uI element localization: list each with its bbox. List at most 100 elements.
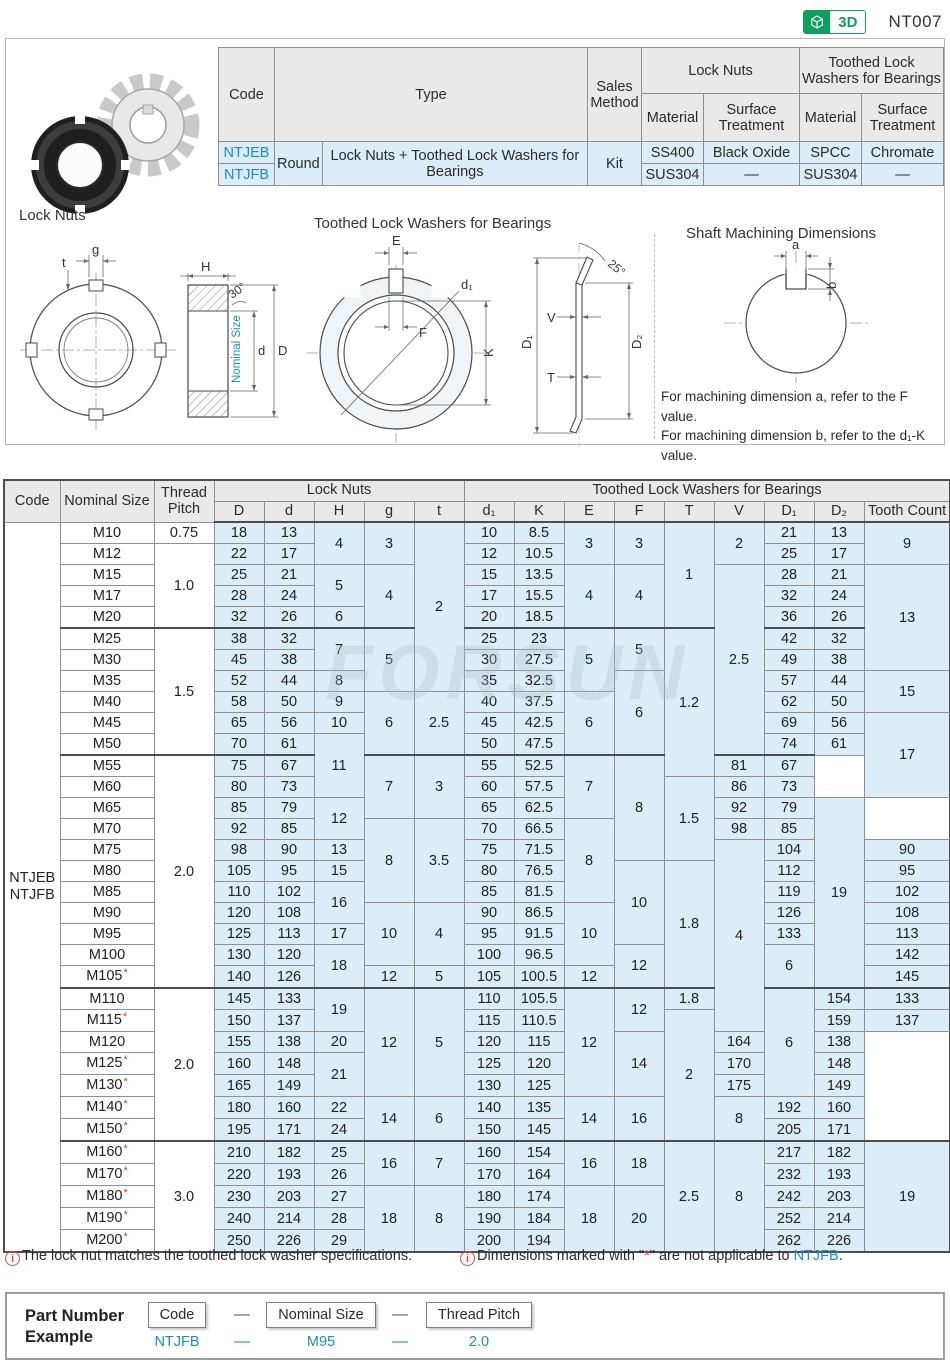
dimension-cell: 32 [763,585,815,607]
dimension-cell: 26 [813,606,865,629]
dimension-cell: 85 [263,818,315,840]
dimension-table-section: Code Nominal Size Thread Pitch Lock Nuts… [3,479,950,1253]
dimension-cell: 138 [813,1031,865,1053]
dimension-cell: 26 [263,606,315,629]
dimension-cell: 75 [463,839,515,861]
spec-material: SS400 [641,141,704,164]
dimension-cell: 80 [213,776,265,798]
pn-value-code: NTJFB [154,1334,200,1350]
dimension-cell: 160 [263,1096,315,1119]
dim-D2-label: D₂ [629,335,644,349]
dimension-cell: 81 [713,754,765,777]
dimension-cell: 16 [313,881,365,924]
dimension-cell: 14 [563,1096,615,1142]
dim-nominal-size-label: Nominal Size [231,315,243,383]
dimension-cell: 95 [263,860,315,882]
dimension-cell: 4 [713,839,765,1032]
dimension-cell: 140 [463,1096,515,1119]
col-header-pitch: Thread Pitch [153,479,215,523]
dimension-cell: 61 [813,733,865,756]
spec-header-code: Code [218,47,275,142]
dimension-cell: 15 [313,860,365,882]
dimension-cell: 57.5 [513,776,565,798]
dimension-cell: 3 [413,754,465,819]
col-header-D: D [213,500,265,523]
dimension-cell: 137 [263,1009,315,1032]
dimension-cell: 133 [863,987,950,1010]
col-header-T: T [663,500,715,523]
col-header-D1: D₁ [763,500,815,523]
nominal-size-cell: M30 [59,649,155,671]
dim-E-label: E [392,233,401,248]
dimension-cell: 100.5 [513,965,565,989]
view-3d-button[interactable]: 3D [803,10,867,34]
overview-panel: Code Type Sales Method Lock Nuts Toothed… [5,38,945,463]
spec-w-material: SPCC [799,141,862,164]
dimension-cell: 27.5 [513,649,565,671]
spec-w-surface: Chromate [861,141,944,164]
nominal-size-cell: M10 [59,521,155,544]
dimension-cell: 98 [713,818,765,840]
spec-type-desc: Lock Nuts + Toothed Lock Washers for Bea… [321,141,589,186]
dimension-cell: 49 [763,649,815,671]
dimension-cell: 13 [813,521,865,544]
nominal-size-cell: M75 [59,839,155,861]
dimension-cell: 13.5 [513,564,565,586]
dimension-table: Code Nominal Size Thread Pitch Lock Nuts… [3,479,950,1253]
dimension-cell: 6 [363,691,415,756]
dimension-cell: 38 [213,627,265,650]
dimension-cell: 180 [463,1185,515,1208]
pn-dash: — [234,1306,250,1323]
dimension-cell: 65 [213,712,265,734]
dimension-cell: 10.5 [513,543,565,565]
dimension-cell: 4 [413,902,465,966]
col-header-tooth-count: Tooth Count [863,500,950,523]
dimension-cell: 133 [263,987,315,1010]
dimension-cell: 203 [263,1185,315,1208]
spec-code-ntjeb: NTJEB [218,141,275,164]
dimension-cell: 8 [613,754,665,861]
product-photo [30,73,200,214]
dimension-cell: 5 [413,987,465,1097]
dimension-cell: 90 [463,902,515,924]
dimension-cell: 9 [313,691,365,713]
spec-header-sales-method: Sales Method [587,47,642,142]
dimension-cell: 19 [863,1140,950,1253]
nominal-size-cell: M65 [59,797,155,819]
part-number-example-title: Part Number Example [25,1306,133,1347]
dimension-cell: 171 [263,1118,315,1142]
dimension-cell: 150 [463,1118,515,1142]
thread-pitch-cell: 1.5 [153,627,215,756]
dimension-cell: 2 [713,521,765,565]
dimension-cell: 44 [813,670,865,692]
spec-sales-method: Kit [587,141,642,186]
dimension-cell: 85 [463,881,515,903]
dimension-cell: 182 [263,1140,315,1164]
dimension-cell: 16 [363,1140,415,1186]
dimension-cell: 184 [513,1207,565,1230]
dimension-cell: 8.5 [513,521,565,544]
dimension-cell: 17 [263,543,315,565]
pn-field-thread-pitch: Thread Pitch [425,1302,533,1328]
dimension-cell: 47.5 [513,733,565,756]
dimension-cell: 85 [763,818,815,840]
dimension-cell: 108 [263,902,315,924]
dimension-cell: 69 [763,712,815,734]
nominal-size-cell: M115* [59,1009,155,1032]
dimension-cell: 194 [513,1229,565,1253]
dimension-cell: 60 [463,776,515,798]
spec-w-surface: — [861,163,944,186]
dimension-cell: 102 [863,881,950,903]
dimension-cell: 5 [613,627,665,671]
dimension-cell: 137 [863,1009,950,1032]
thread-pitch-cell: 2.0 [153,754,215,989]
nominal-size-cell: M55 [59,754,155,777]
col-header-D2: D₂ [813,500,865,523]
dimension-cell: 149 [263,1074,315,1097]
